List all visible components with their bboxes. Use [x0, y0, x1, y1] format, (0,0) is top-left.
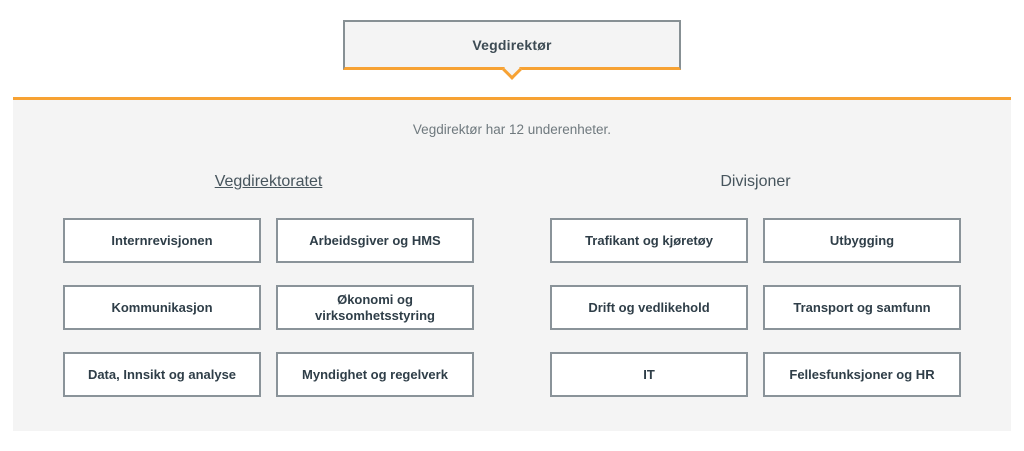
root-unit-label: Vegdirektør — [472, 36, 552, 53]
subunit-count-text: Vegdirektør har 12 underenheter. — [412, 122, 612, 137]
unit-box-arbeidsgiver-og-hms[interactable]: Arbeidsgiver og HMS — [276, 218, 474, 263]
unit-box-drift-og-vedlikehold[interactable]: Drift og vedlikehold — [550, 285, 748, 330]
connector-arrow-down-icon — [502, 60, 522, 80]
group-title-divisjoner: Divisjoner — [720, 173, 791, 190]
unit-box-internrevisjonen[interactable]: Internrevisjonen — [63, 218, 261, 263]
unit-box-utbygging[interactable]: Utbygging — [763, 218, 961, 263]
unit-box-fellesfunksjoner-og-hr[interactable]: Fellesfunksjoner og HR — [763, 352, 961, 397]
group-vegdirektoratet: Vegdirektoratet Internrevisjonen Arbeids… — [63, 173, 474, 397]
unit-box-it[interactable]: IT — [550, 352, 748, 397]
unit-box-data-innsikt-og-analyse[interactable]: Data, Innsikt og analyse — [63, 352, 261, 397]
groups-container: Vegdirektoratet Internrevisjonen Arbeids… — [13, 173, 1011, 397]
unit-box-transport-og-samfunn[interactable]: Transport og samfunn — [763, 285, 961, 330]
group-divisjoner-grid: Trafikant og kjøretøy Utbygging Drift og… — [550, 218, 961, 397]
root-unit-row: Vegdirektør — [0, 0, 1024, 80]
unit-box-myndighet-og-regelverk[interactable]: Myndighet og regelverk — [276, 352, 474, 397]
unit-box-trafikant-og-kjoretoy[interactable]: Trafikant og kjøretøy — [550, 218, 748, 263]
unit-box-kommunikasjon[interactable]: Kommunikasjon — [63, 285, 261, 330]
root-unit-box[interactable]: Vegdirektør — [343, 20, 681, 80]
group-title-vegdirektoratet-link[interactable]: Vegdirektoratet — [214, 173, 323, 190]
unit-box-okonomi-og-virksomhetsstyring[interactable]: Økonomi og virksomhetsstyring — [276, 285, 474, 330]
group-divisjoner: Divisjoner Trafikant og kjøretøy Utbyggi… — [550, 173, 961, 397]
group-vegdirektoratet-grid: Internrevisjonen Arbeidsgiver og HMS Kom… — [63, 218, 474, 397]
subunits-panel: Vegdirektør har 12 underenheter. Vegdire… — [13, 97, 1011, 431]
